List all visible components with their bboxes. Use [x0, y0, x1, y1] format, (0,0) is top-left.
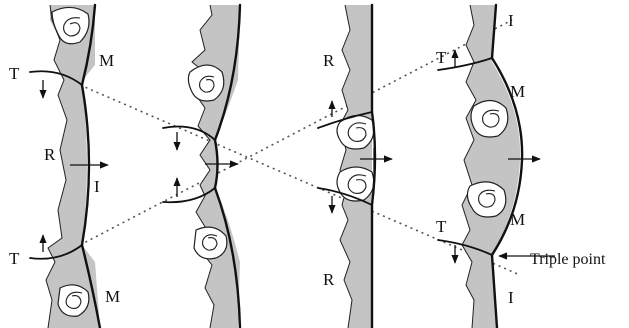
label-m-panel-4-bottom: M [510, 210, 525, 229]
panel-2-vortex-bottom [194, 227, 227, 259]
panel-1: T T M M R I [9, 5, 120, 328]
label-t-panel-1-bottom: T [9, 249, 20, 268]
panel-4-shocked-region [462, 5, 520, 328]
label-r-panel-3-top: R [323, 51, 335, 70]
panel-1-vortex-top [52, 7, 89, 43]
label-r-panel-3-bottom: R [323, 270, 335, 289]
panel-3-vortex-lower [337, 167, 374, 201]
label-m-panel-1-bottom: M [105, 287, 120, 306]
label-triple-point: Triple point [530, 251, 606, 268]
panel-2-shocked-region [192, 5, 240, 328]
label-t-panel-4-bottom: T [436, 217, 447, 236]
label-m-panel-1-top: M [99, 51, 114, 70]
label-r-panel-1: R [44, 145, 56, 164]
label-m-panel-4-top: M [510, 82, 525, 101]
triple-point-trajectory-lines [80, 20, 520, 275]
panel-2 [163, 5, 240, 328]
trajectory-line-descending [80, 85, 520, 275]
panel-2-vortex-top [188, 65, 223, 101]
trajectory-line-ascending [80, 20, 512, 245]
panel-1-vortex-bottom [58, 285, 89, 316]
label-i-panel-1: I [94, 177, 100, 196]
panel-3: R R [318, 5, 392, 328]
panel-1-shocked-region [46, 5, 100, 328]
label-t-panel-1-top: T [9, 64, 20, 83]
label-t-panel-4-top: T [436, 48, 447, 67]
label-i-panel-4-top: I [508, 11, 514, 30]
label-i-panel-4-bottom: I [508, 288, 514, 307]
panel-4-vortex-upper [471, 100, 508, 137]
panel-4: T T I I M M Triple point [436, 5, 606, 328]
